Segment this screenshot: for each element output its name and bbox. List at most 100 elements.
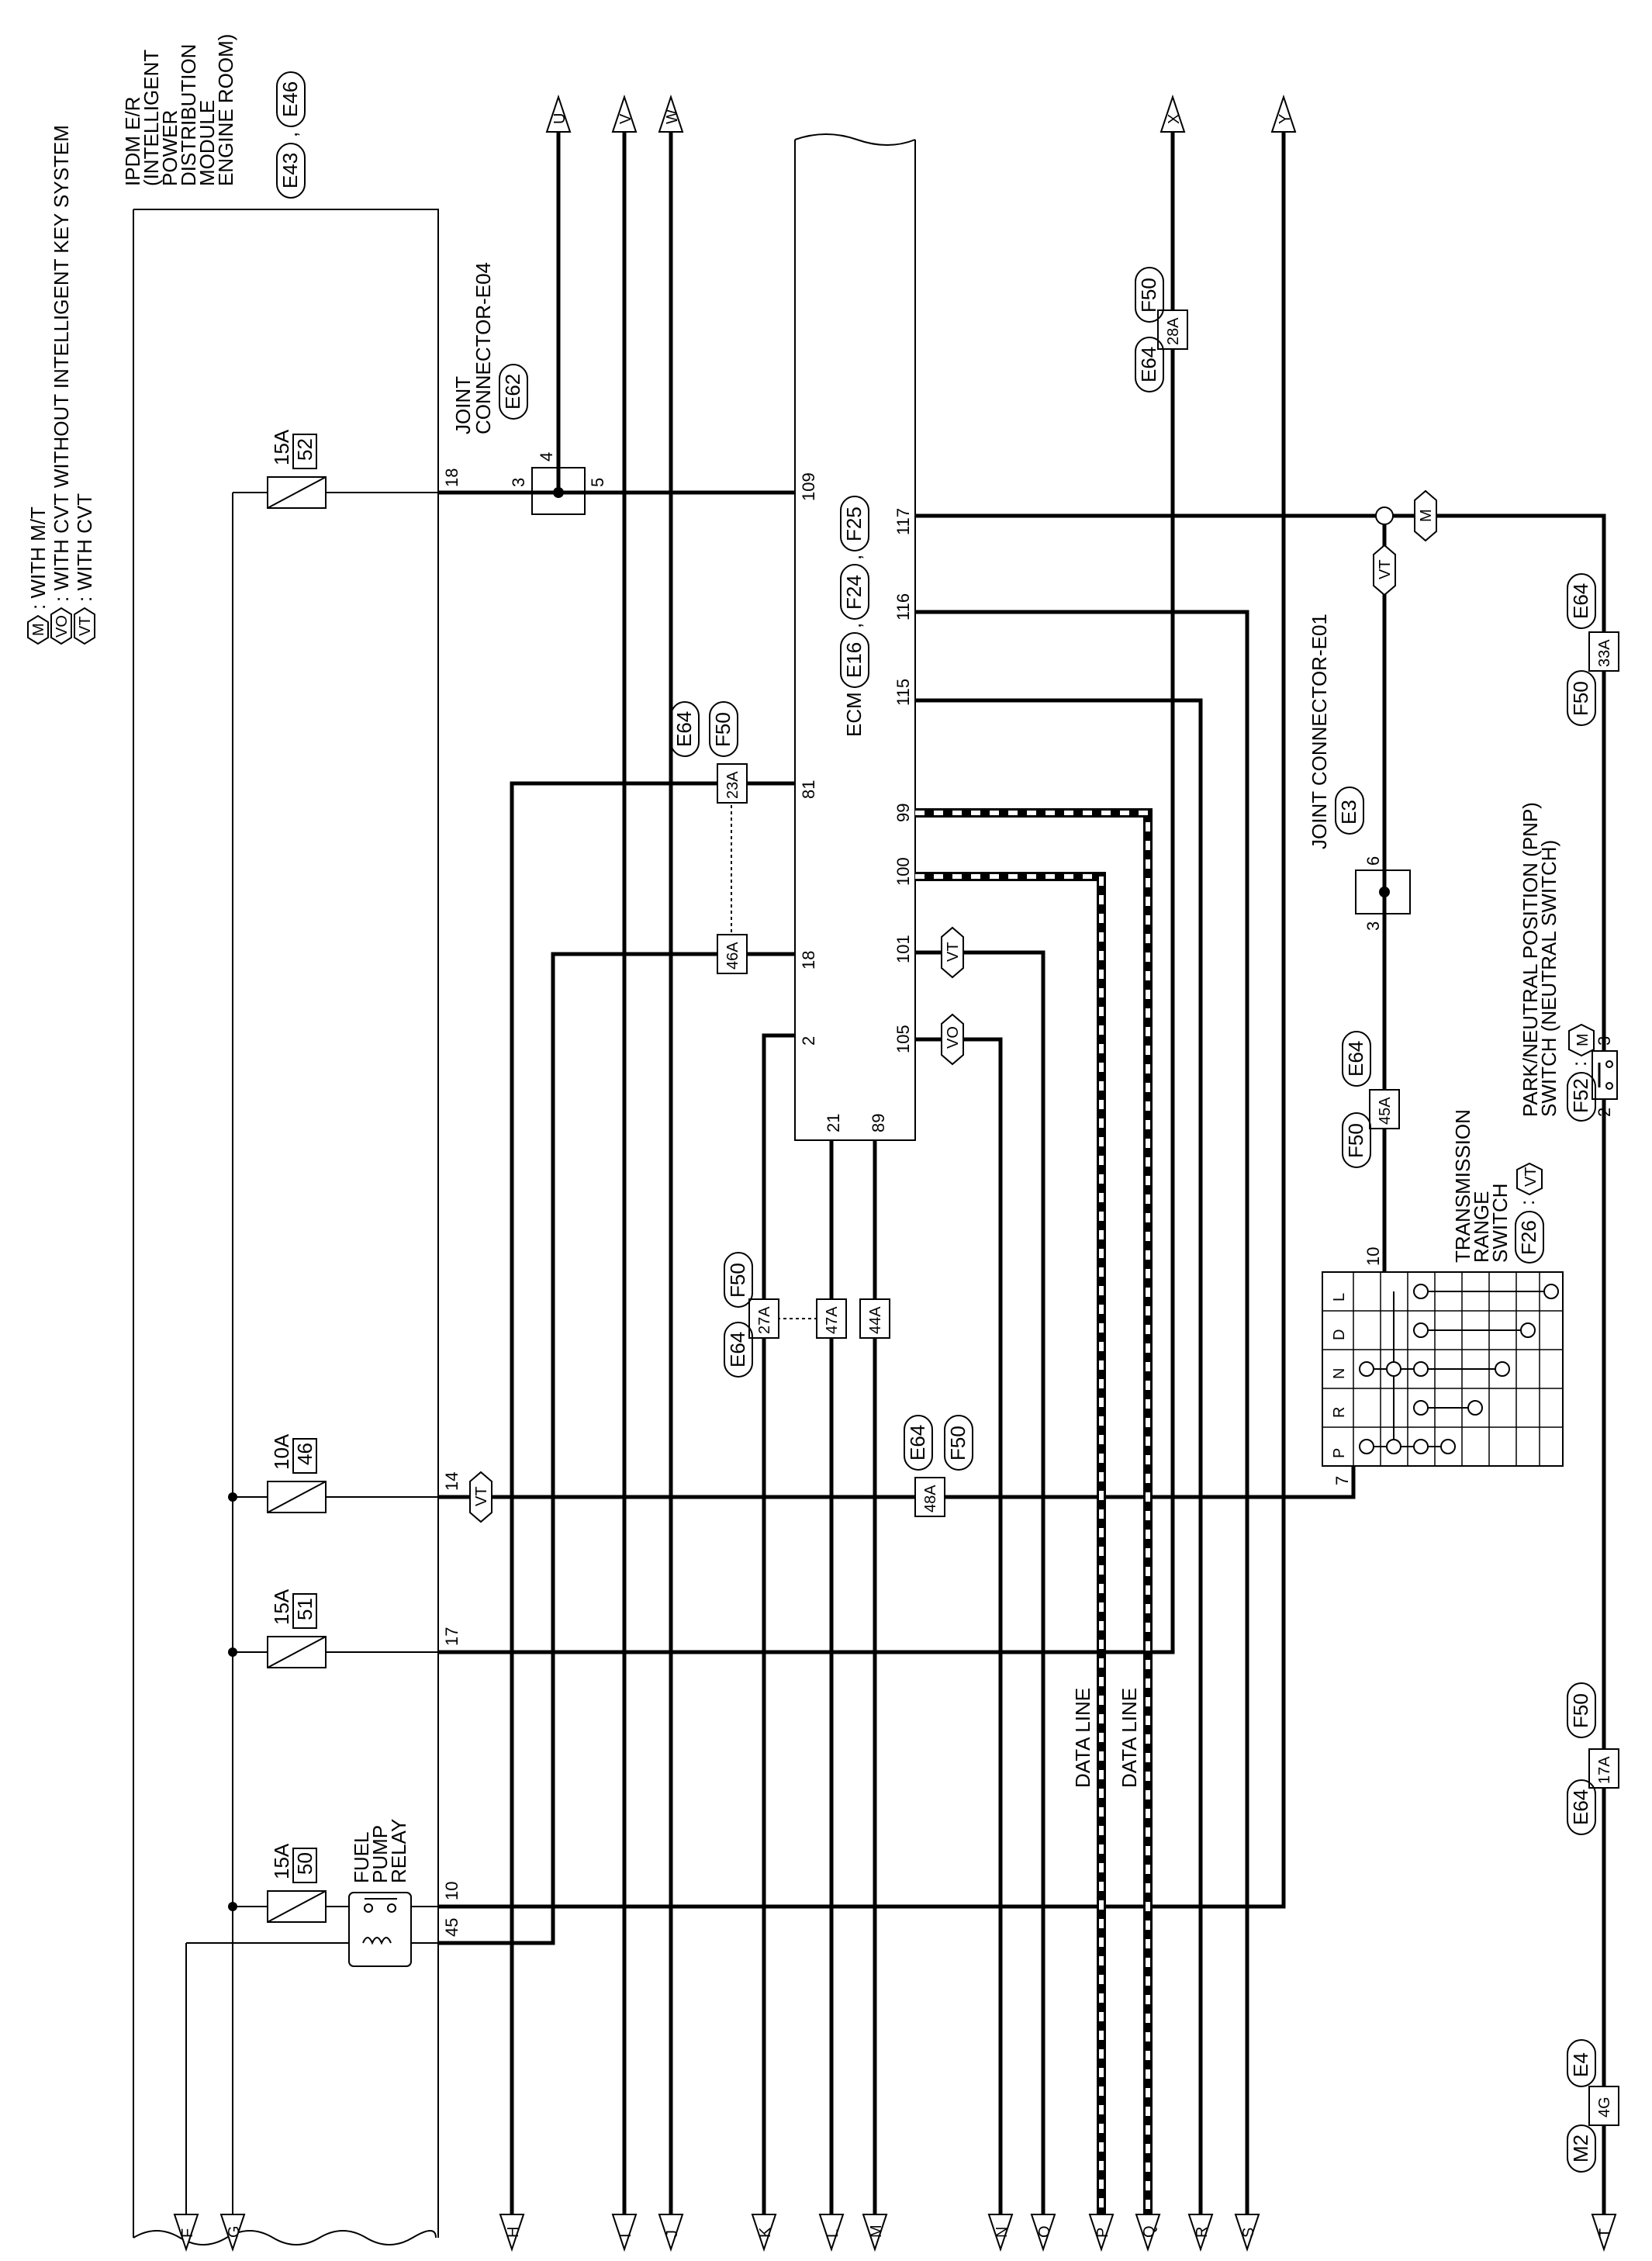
joint-connector-e01: 6 3 JOINT CONNECTOR-E01 E3 bbox=[1308, 614, 1411, 931]
svg-text:MODULE: MODULE bbox=[195, 100, 219, 186]
connector-4g: 4G E4 M2 bbox=[1567, 2039, 1619, 2173]
variant-marker-vt-14: VT bbox=[469, 1471, 492, 1523]
connector-47a: 47A bbox=[816, 1298, 847, 1339]
svg-text:D: D bbox=[1331, 1329, 1348, 1340]
wire-ecm116-s bbox=[915, 610, 1249, 2218]
svg-text:DATA LINE: DATA LINE bbox=[1071, 1688, 1094, 1788]
svg-text:27A: 27A bbox=[756, 1306, 773, 1334]
svg-text:(INTELLIGENT: (INTELLIGENT bbox=[140, 50, 163, 186]
variant-marker-vo-105: VO bbox=[941, 1013, 964, 1066]
legend-vt-text: : WITH CVT bbox=[73, 493, 96, 602]
svg-text:VT: VT bbox=[473, 1486, 490, 1506]
svg-text:F50: F50 bbox=[1344, 1123, 1367, 1158]
fuel-pump-relay: FUEL PUMP RELAY bbox=[348, 1819, 412, 1967]
fuse-46: 10A 46 bbox=[267, 1433, 327, 1513]
svg-text:N: N bbox=[994, 2227, 1011, 2238]
svg-text:PUMP: PUMP bbox=[368, 1825, 392, 1883]
svg-text:6: 6 bbox=[1363, 856, 1383, 866]
svg-text:15A: 15A bbox=[270, 1843, 293, 1879]
svg-text:F50: F50 bbox=[1137, 278, 1160, 313]
svg-text:99: 99 bbox=[893, 804, 913, 822]
svg-text:O: O bbox=[1036, 2225, 1053, 2238]
ecm-pins: 109 81 18 2 21 89 117 116 115 99 100 101… bbox=[799, 472, 913, 1132]
svg-text:F52: F52 bbox=[1569, 1078, 1592, 1113]
svg-text:2: 2 bbox=[799, 1036, 818, 1046]
legend-vo-symbol: VO bbox=[54, 615, 71, 638]
svg-text:CONNECTOR-E04: CONNECTOR-E04 bbox=[472, 262, 495, 434]
svg-text:E4: E4 bbox=[1569, 2052, 1592, 2077]
wire-ecm105-n bbox=[915, 1037, 1003, 2218]
bottom-terminal-h: H bbox=[499, 2214, 525, 2252]
svg-text:4: 4 bbox=[537, 452, 556, 462]
svg-text:F24: F24 bbox=[842, 575, 866, 610]
bottom-terminal-o: O bbox=[1030, 2214, 1056, 2252]
svg-text:10: 10 bbox=[1363, 1247, 1383, 1266]
svg-text:F50: F50 bbox=[1569, 681, 1592, 716]
svg-text:E64: E64 bbox=[672, 711, 696, 747]
svg-text:T: T bbox=[1597, 2228, 1614, 2238]
variant-marker-vt-e01: VT bbox=[1373, 544, 1396, 596]
svg-text:P: P bbox=[1331, 1448, 1348, 1458]
ecm-title: ECM E16 , F24 , F25 bbox=[840, 496, 869, 737]
svg-text::: : bbox=[1567, 1061, 1591, 1067]
legend-vo-text: : WITH CVT WITHOUT INTELLIGENT KEY SYSTE… bbox=[50, 125, 73, 602]
svg-text:48A: 48A bbox=[922, 1485, 939, 1513]
svg-text:H: H bbox=[505, 2227, 522, 2238]
connector-33a: 33A E64 F50 bbox=[1567, 573, 1619, 726]
svg-text:5: 5 bbox=[588, 478, 607, 487]
svg-text:VO: VO bbox=[945, 1026, 962, 1049]
fuse-50: 15A 50 bbox=[267, 1843, 327, 1923]
svg-text:F50: F50 bbox=[1569, 1693, 1592, 1728]
svg-text:47A: 47A bbox=[824, 1306, 841, 1334]
svg-text:R: R bbox=[1331, 1407, 1348, 1418]
svg-text:U: U bbox=[551, 113, 569, 124]
svg-text:Q: Q bbox=[1141, 2225, 1158, 2238]
wire-ecm2-k bbox=[762, 1033, 795, 2218]
svg-text:K: K bbox=[757, 2227, 774, 2238]
legend: M : WITH M/T VO : WITH CVT WITHOUT INTEL… bbox=[26, 125, 96, 645]
svg-text:2: 2 bbox=[1595, 1108, 1614, 1117]
ipdm-pins: 18 14 17 10 45 bbox=[442, 468, 461, 1937]
svg-text:J: J bbox=[664, 2230, 681, 2238]
svg-text:3: 3 bbox=[1595, 1036, 1614, 1046]
connector-48a: 48A E64 F50 bbox=[904, 1415, 973, 1517]
transmission-range-switch: P R N D L 7 10 TRANSMISSION RANGE SWITCH bbox=[1322, 1109, 1564, 1485]
svg-text:FUEL: FUEL bbox=[350, 1832, 373, 1883]
top-terminal-v: V bbox=[611, 94, 638, 133]
svg-text:21: 21 bbox=[824, 1114, 843, 1132]
svg-text:10: 10 bbox=[442, 1882, 461, 1900]
svg-text:10A: 10A bbox=[270, 1433, 293, 1470]
svg-text:ECM: ECM bbox=[842, 692, 866, 737]
wire-ecm18-relay45 bbox=[438, 952, 795, 1945]
connector-23a: 23A E64 F50 bbox=[670, 701, 748, 804]
svg-text:SWITCH: SWITCH bbox=[1488, 1183, 1512, 1263]
svg-text:IPDM E/R: IPDM E/R bbox=[121, 96, 144, 186]
svg-text:17A: 17A bbox=[1596, 1756, 1613, 1784]
svg-text:F26: F26 bbox=[1517, 1220, 1540, 1255]
svg-text:E64: E64 bbox=[1137, 347, 1160, 382]
ecm-module: ECM E16 , F24 , F25 bbox=[794, 133, 916, 1141]
svg-text:,: , bbox=[842, 555, 866, 560]
svg-text:F25: F25 bbox=[842, 506, 866, 541]
bottom-terminal-m: M bbox=[862, 2214, 888, 2252]
svg-text:G: G bbox=[226, 2225, 243, 2238]
svg-text:E64: E64 bbox=[1569, 583, 1592, 619]
svg-text:F50: F50 bbox=[726, 1263, 749, 1298]
connector-45a: 45A E64 F50 bbox=[1342, 1031, 1400, 1168]
svg-text:RANGE: RANGE bbox=[1470, 1191, 1493, 1263]
svg-text:PARK/NEUTRAL POSITION (PNP): PARK/NEUTRAL POSITION (PNP) bbox=[1519, 802, 1542, 1117]
svg-text:117: 117 bbox=[893, 508, 913, 535]
ipdm-internal-wiring bbox=[185, 492, 438, 2226]
svg-text:L: L bbox=[824, 2229, 842, 2238]
bus-junctions bbox=[228, 1492, 237, 1911]
svg-text:DISTRIBUTION: DISTRIBUTION bbox=[177, 44, 200, 186]
svg-text:E46: E46 bbox=[278, 81, 302, 117]
svg-text:15A: 15A bbox=[270, 1589, 293, 1625]
svg-text:3: 3 bbox=[1363, 921, 1383, 931]
svg-text:F: F bbox=[179, 2228, 196, 2238]
svg-text:23A: 23A bbox=[724, 771, 741, 799]
svg-text:L: L bbox=[1331, 1293, 1348, 1302]
wire-ecm115-r bbox=[915, 698, 1203, 2218]
bottom-terminal-j: J bbox=[658, 2214, 684, 2252]
